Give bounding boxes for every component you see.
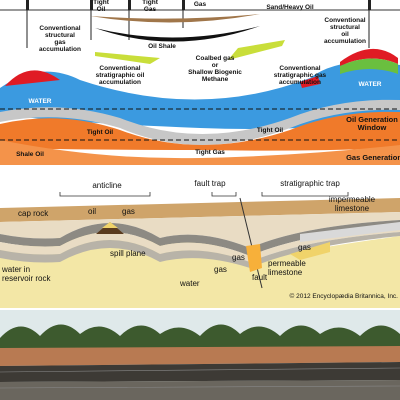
fault-gas <box>246 244 262 272</box>
tight-gas-zone <box>0 140 400 165</box>
water-zone <box>0 61 400 129</box>
oil-shale-layer <box>95 26 260 42</box>
label-sand-heavy-oil: Sand/Heavy Oil <box>266 4 314 11</box>
structural-oil-dome-oil <box>340 58 398 74</box>
mid-labels: anticline fault trap stratigraphic trap … <box>1 179 398 300</box>
label-shale-oil: Shale Oil <box>16 151 44 158</box>
label-gas-mid: gas <box>214 265 227 274</box>
structural-oil-dome-gas-cap <box>340 48 398 66</box>
derrick-icons <box>26 0 371 10</box>
label-water-right: WATER <box>359 81 382 88</box>
label-tight-oil-right: Tight Oil <box>257 127 283 134</box>
label-gas-generation: Gas Generation <box>346 153 400 162</box>
trap-types-svg: anticline fault trap stratigraphic trap … <box>0 168 400 308</box>
label-strat-trap: stratigraphic trap <box>280 179 340 188</box>
strat-gas-patch <box>300 76 320 88</box>
tree-line <box>0 324 400 350</box>
label-tight-oil-left: Tight Oil <box>87 129 113 136</box>
derrick-icon <box>182 0 185 10</box>
outcrop-photo-svg <box>0 310 400 400</box>
tight-oil-zone <box>0 111 400 151</box>
strata-bands <box>0 212 400 268</box>
strata-lines <box>0 367 400 389</box>
label-spill-plane: spill plane <box>110 249 146 258</box>
coalbed-wedge-left <box>95 52 160 64</box>
derrick-icon <box>128 0 131 10</box>
label-fault: fault <box>252 273 268 282</box>
bracket-lines <box>59 192 349 197</box>
derrick-icon <box>26 0 29 10</box>
outcrop-photo <box>0 310 400 400</box>
label-oil: oil <box>88 207 96 216</box>
lower-strata <box>0 380 400 400</box>
shale-band <box>0 99 400 145</box>
label-oil-shale: Oil Shale <box>148 43 176 50</box>
dark-strata <box>0 362 400 382</box>
trap-types-diagram: anticline fault trap stratigraphic trap … <box>0 168 400 308</box>
surface-soil <box>0 198 400 222</box>
label-water: water <box>179 279 200 288</box>
label-cap-rock: cap rock <box>18 209 49 218</box>
label-water-left: WATER <box>29 98 52 105</box>
fault-line <box>239 197 263 289</box>
label-copyright: © 2012 Encyclopædia Britannica, Inc. <box>290 292 399 300</box>
label-fault-trap: fault trap <box>194 179 226 188</box>
sand-heavy-oil-layer <box>90 14 260 23</box>
structural-gas-dome <box>5 70 60 86</box>
derrick-icon <box>90 0 93 10</box>
label-anticline: anticline <box>92 181 122 190</box>
label-gas-anticline: gas <box>122 207 135 216</box>
strat-trap-gas <box>290 242 330 260</box>
label-gas-strat: gas <box>298 243 311 252</box>
label-gas-fault: gas <box>232 253 245 262</box>
impermeable-limestone <box>300 222 400 242</box>
label-tight-gas-bottom: Tight Gas <box>195 149 225 156</box>
label-gas-top: Gas <box>194 1 207 8</box>
anticline-gas <box>102 222 118 228</box>
coalbed-wedge-right <box>228 40 285 60</box>
soil-layer <box>0 346 400 366</box>
derrick-icon <box>368 0 371 10</box>
